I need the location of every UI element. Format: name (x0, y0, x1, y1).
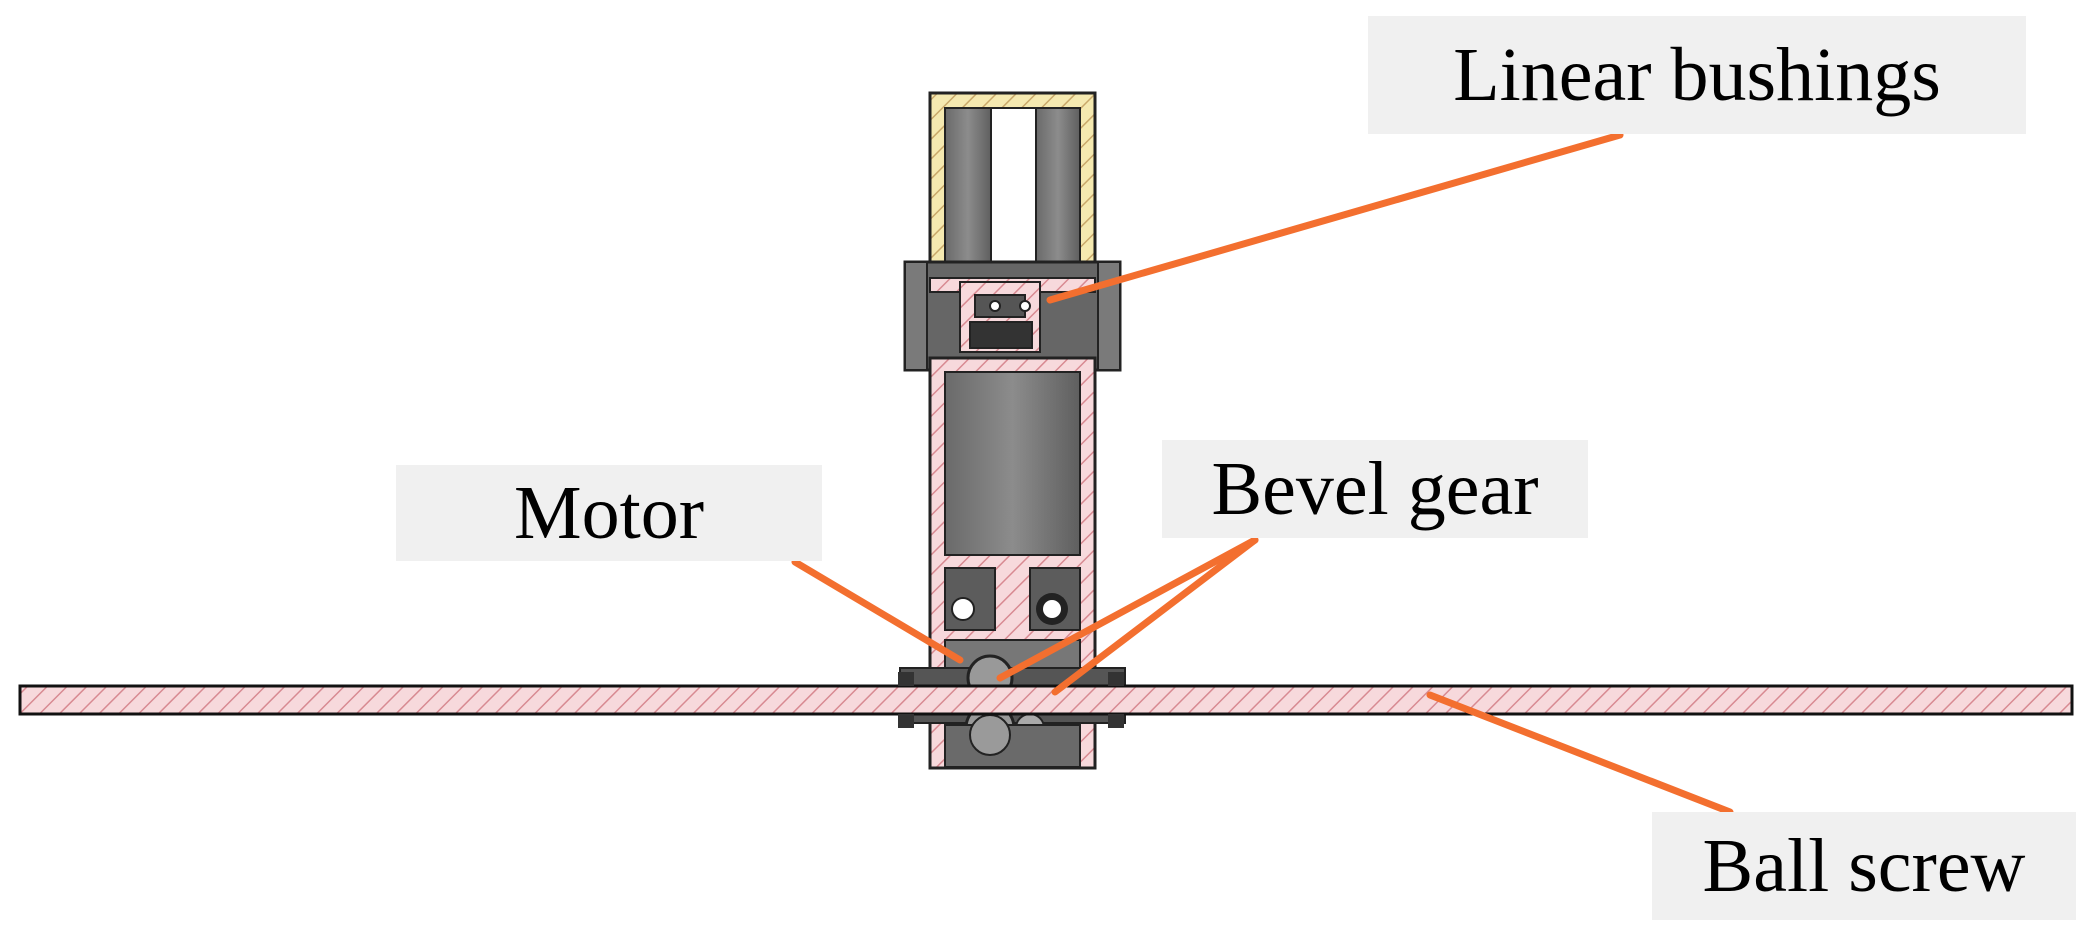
linear-bushing (959, 281, 1041, 353)
leader-lines (791, 131, 1734, 816)
label-bevel-gear: Bevel gear (1162, 440, 1588, 538)
screw-nuts (898, 672, 1124, 728)
bevel-gear-label: Bevel gear (1211, 447, 1539, 531)
leader-bevel-gear-2 (1051, 536, 1259, 696)
ball-screw-rod (18, 684, 2074, 716)
linear-bushings-label: Linear bushings (1453, 33, 1941, 117)
label-linear-bushings: Linear bushings (1368, 16, 2026, 134)
ball-screw-label: Ball screw (1702, 824, 2026, 908)
leader-ball-screw (1426, 691, 1734, 816)
leader-motor (791, 558, 964, 664)
label-motor: Motor (396, 465, 822, 561)
label-ball-screw: Ball screw (1652, 812, 2076, 920)
linear-bushing-housing (928, 91, 1097, 290)
motor-label: Motor (514, 471, 704, 555)
leader-linear-bushings (1046, 131, 1624, 304)
leader-bevel-gear-1 (996, 536, 1259, 682)
